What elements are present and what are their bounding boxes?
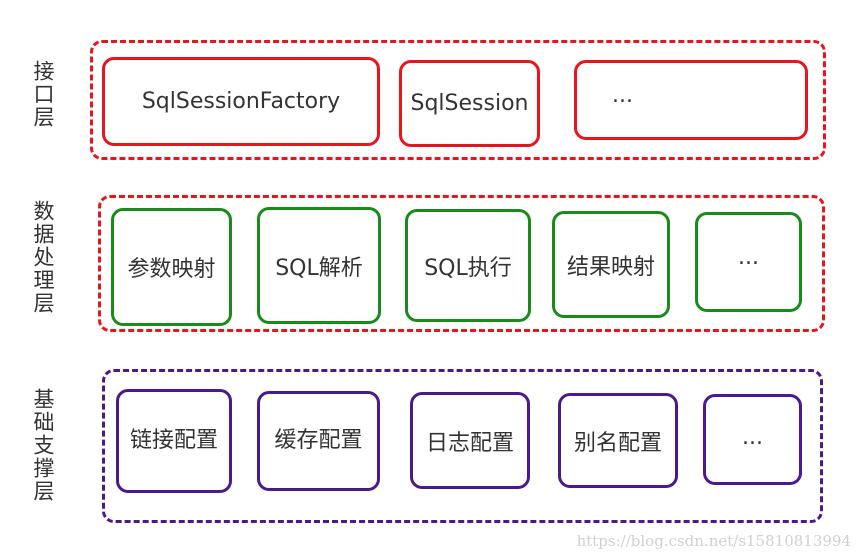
sql-parse-box: SQL解析	[257, 207, 381, 324]
foundation-layer	[102, 369, 823, 523]
alias-config-box: 别名配置	[558, 393, 678, 488]
cache-config-box: 缓存配置	[257, 391, 380, 491]
data-processing-layer-label: 数据处理层	[31, 200, 55, 315]
data-processing-more-box: ...	[695, 212, 802, 312]
data-processing-layer	[98, 195, 825, 332]
parameter-mapping-box: 参数映射	[111, 208, 232, 326]
connection-config-box: 链接配置	[116, 389, 232, 493]
sql-execute-box: SQL执行	[405, 209, 531, 322]
result-mapping-box: 结果映射	[552, 211, 670, 318]
interface-layer	[90, 40, 826, 160]
watermark: https://blog.csdn.net/s15810813994	[576, 532, 851, 550]
foundation-layer-label: 基础支撑层	[31, 388, 55, 503]
foundation-more-box: ...	[703, 394, 802, 485]
interface-more-box: ...	[574, 60, 808, 140]
sqlsessionfactory-box: SqlSessionFactory	[102, 57, 380, 146]
interface-layer-label: 接口层	[31, 60, 55, 129]
sqlsession-box: SqlSession	[399, 60, 540, 147]
log-config-box: 日志配置	[410, 392, 530, 489]
